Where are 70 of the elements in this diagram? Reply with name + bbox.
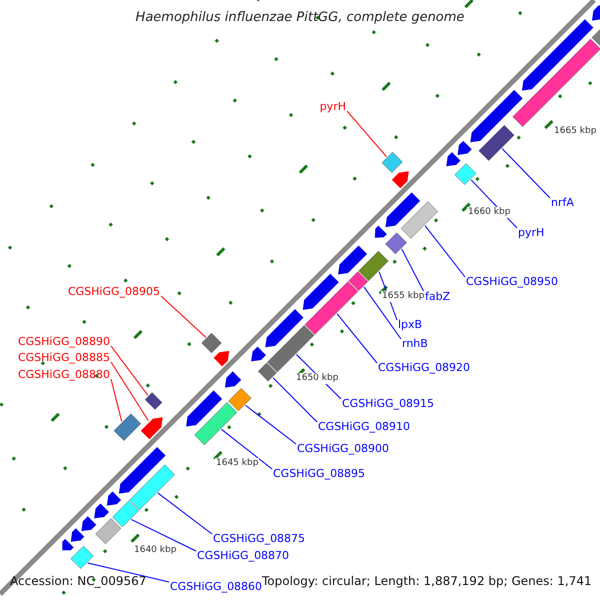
gene-label: CGSHiGG_08875 <box>213 532 306 545</box>
leader-line <box>110 346 148 396</box>
gene-label: CGSHiGG_08910 <box>318 420 410 433</box>
gene-label: CGSHiGG_08880 <box>18 368 110 381</box>
gene-feature <box>140 417 163 440</box>
gene-label: fabZ <box>425 290 450 303</box>
gene-feature <box>385 192 420 228</box>
leader-line <box>363 286 402 340</box>
gene-feature <box>522 19 594 91</box>
gene-label: rnhB <box>402 337 428 350</box>
gene-label: CGSHiGG_08870 <box>197 549 290 562</box>
leader-line <box>401 248 424 292</box>
gene-feature <box>392 171 409 188</box>
leader-line <box>244 404 296 444</box>
gene-label: CGSHiGG_08905 <box>68 285 160 298</box>
gene-label: lpxB <box>398 318 422 331</box>
footer-text: Accession: NC_009567 <box>10 574 146 588</box>
gene-feature <box>251 346 266 362</box>
gene-feature <box>81 516 96 532</box>
gene-feature <box>265 309 304 348</box>
leader-line <box>87 562 170 582</box>
leader-line <box>110 378 122 422</box>
gene-feature <box>454 163 476 185</box>
leader-line <box>130 518 196 552</box>
gene-feature <box>118 447 166 494</box>
gene-feature <box>201 332 222 354</box>
leader-line <box>220 428 272 470</box>
gene-label: nrfA <box>551 196 574 209</box>
gene-feature <box>348 271 368 291</box>
gene-feature <box>458 140 472 155</box>
gene-feature <box>302 274 339 310</box>
position-label: 1655 kbp <box>381 291 426 302</box>
position-label: 1650 kbp <box>295 373 340 384</box>
gene-feature <box>446 152 460 166</box>
gene-feature <box>214 350 230 366</box>
leader-line <box>160 296 206 338</box>
gene-feature <box>106 492 122 506</box>
gene-feature <box>62 538 74 550</box>
gene-label: CGSHiGG_08900 <box>297 442 390 455</box>
leader-line <box>336 313 378 364</box>
gene-label: CGSHiGG_08860 <box>170 580 262 593</box>
leader-line <box>502 148 550 198</box>
gene-feature <box>258 362 277 382</box>
gene-label: pyrH <box>320 100 346 113</box>
gene-label: CGSHiGG_08950 <box>466 275 558 288</box>
gene-label: CGSHiGG_08920 <box>378 361 470 374</box>
position-label: 1640 kbp <box>133 545 178 556</box>
leader-line <box>346 110 388 158</box>
gene-label: CGSHiGG_08895 <box>273 467 366 480</box>
gene-feature <box>338 245 368 274</box>
gene-feature <box>186 390 222 426</box>
gene-label: CGSHiGG_08915 <box>342 397 434 410</box>
position-label: 1645 kbp <box>215 458 260 469</box>
gene-label: CGSHiGG_08885 <box>18 351 110 364</box>
leader-line <box>157 492 212 534</box>
title: Haemophilus influenzae PittGG, complete genome <box>134 10 466 25</box>
footer-text: Topology: circular; Length: 1,887,192 bp; Genes: 1,741 <box>262 574 592 588</box>
gene-feature <box>224 371 242 388</box>
position-label: 1665 kbp <box>553 126 598 137</box>
leader-line <box>110 362 149 421</box>
gene-feature <box>385 232 407 254</box>
gene-label: pyrH <box>518 226 544 239</box>
gene-feature <box>70 528 84 542</box>
gene-feature <box>374 226 387 238</box>
gene-label: CGSHiGG_08890 <box>18 335 110 348</box>
leader-line <box>424 225 466 278</box>
gene-feature <box>470 90 523 142</box>
gene-feature <box>592 5 600 21</box>
position-label: 1660 kbp <box>467 207 512 218</box>
leader-line <box>272 377 318 422</box>
